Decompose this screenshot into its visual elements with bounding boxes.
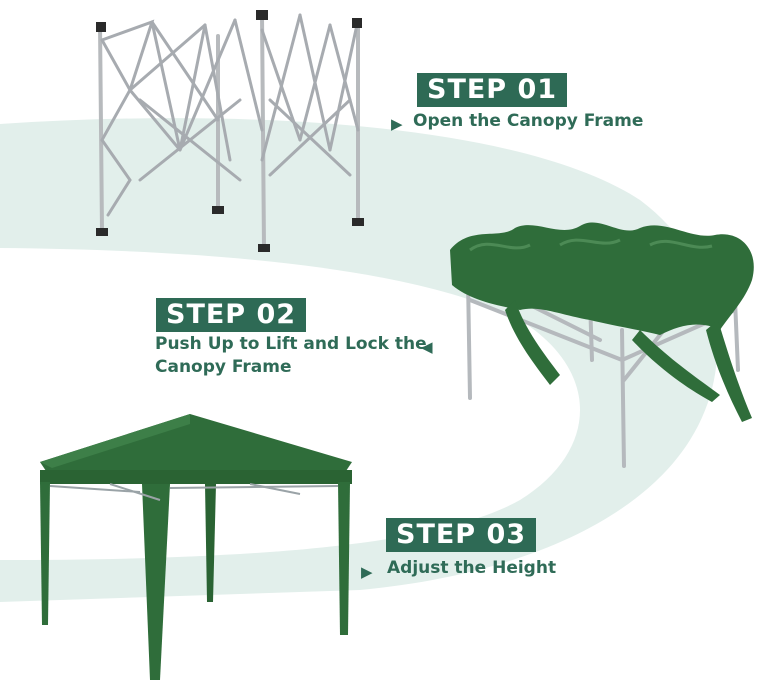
frame-foot-markers [96, 10, 364, 252]
step-02-description-line2: Canopy Frame [155, 357, 292, 377]
step-03-badge: STEP 03 [386, 518, 537, 552]
step-01-badge: STEP 01 [417, 73, 568, 107]
folded-frame-image [98, 12, 360, 250]
step-01-description: Open the Canopy Frame [413, 111, 644, 131]
half-open-canopy-image [450, 222, 754, 468]
step-03-description: Adjust the Height [387, 558, 557, 578]
step-02-badge: STEP 02 [156, 298, 307, 332]
play-left-icon: ◀ [421, 338, 433, 356]
step-02-description-line1: Push Up to Lift and Lock the [155, 334, 427, 354]
open-gazebo-image [40, 414, 352, 680]
play-right-icon: ▶ [361, 563, 373, 581]
play-right-icon: ▶ [391, 115, 403, 133]
